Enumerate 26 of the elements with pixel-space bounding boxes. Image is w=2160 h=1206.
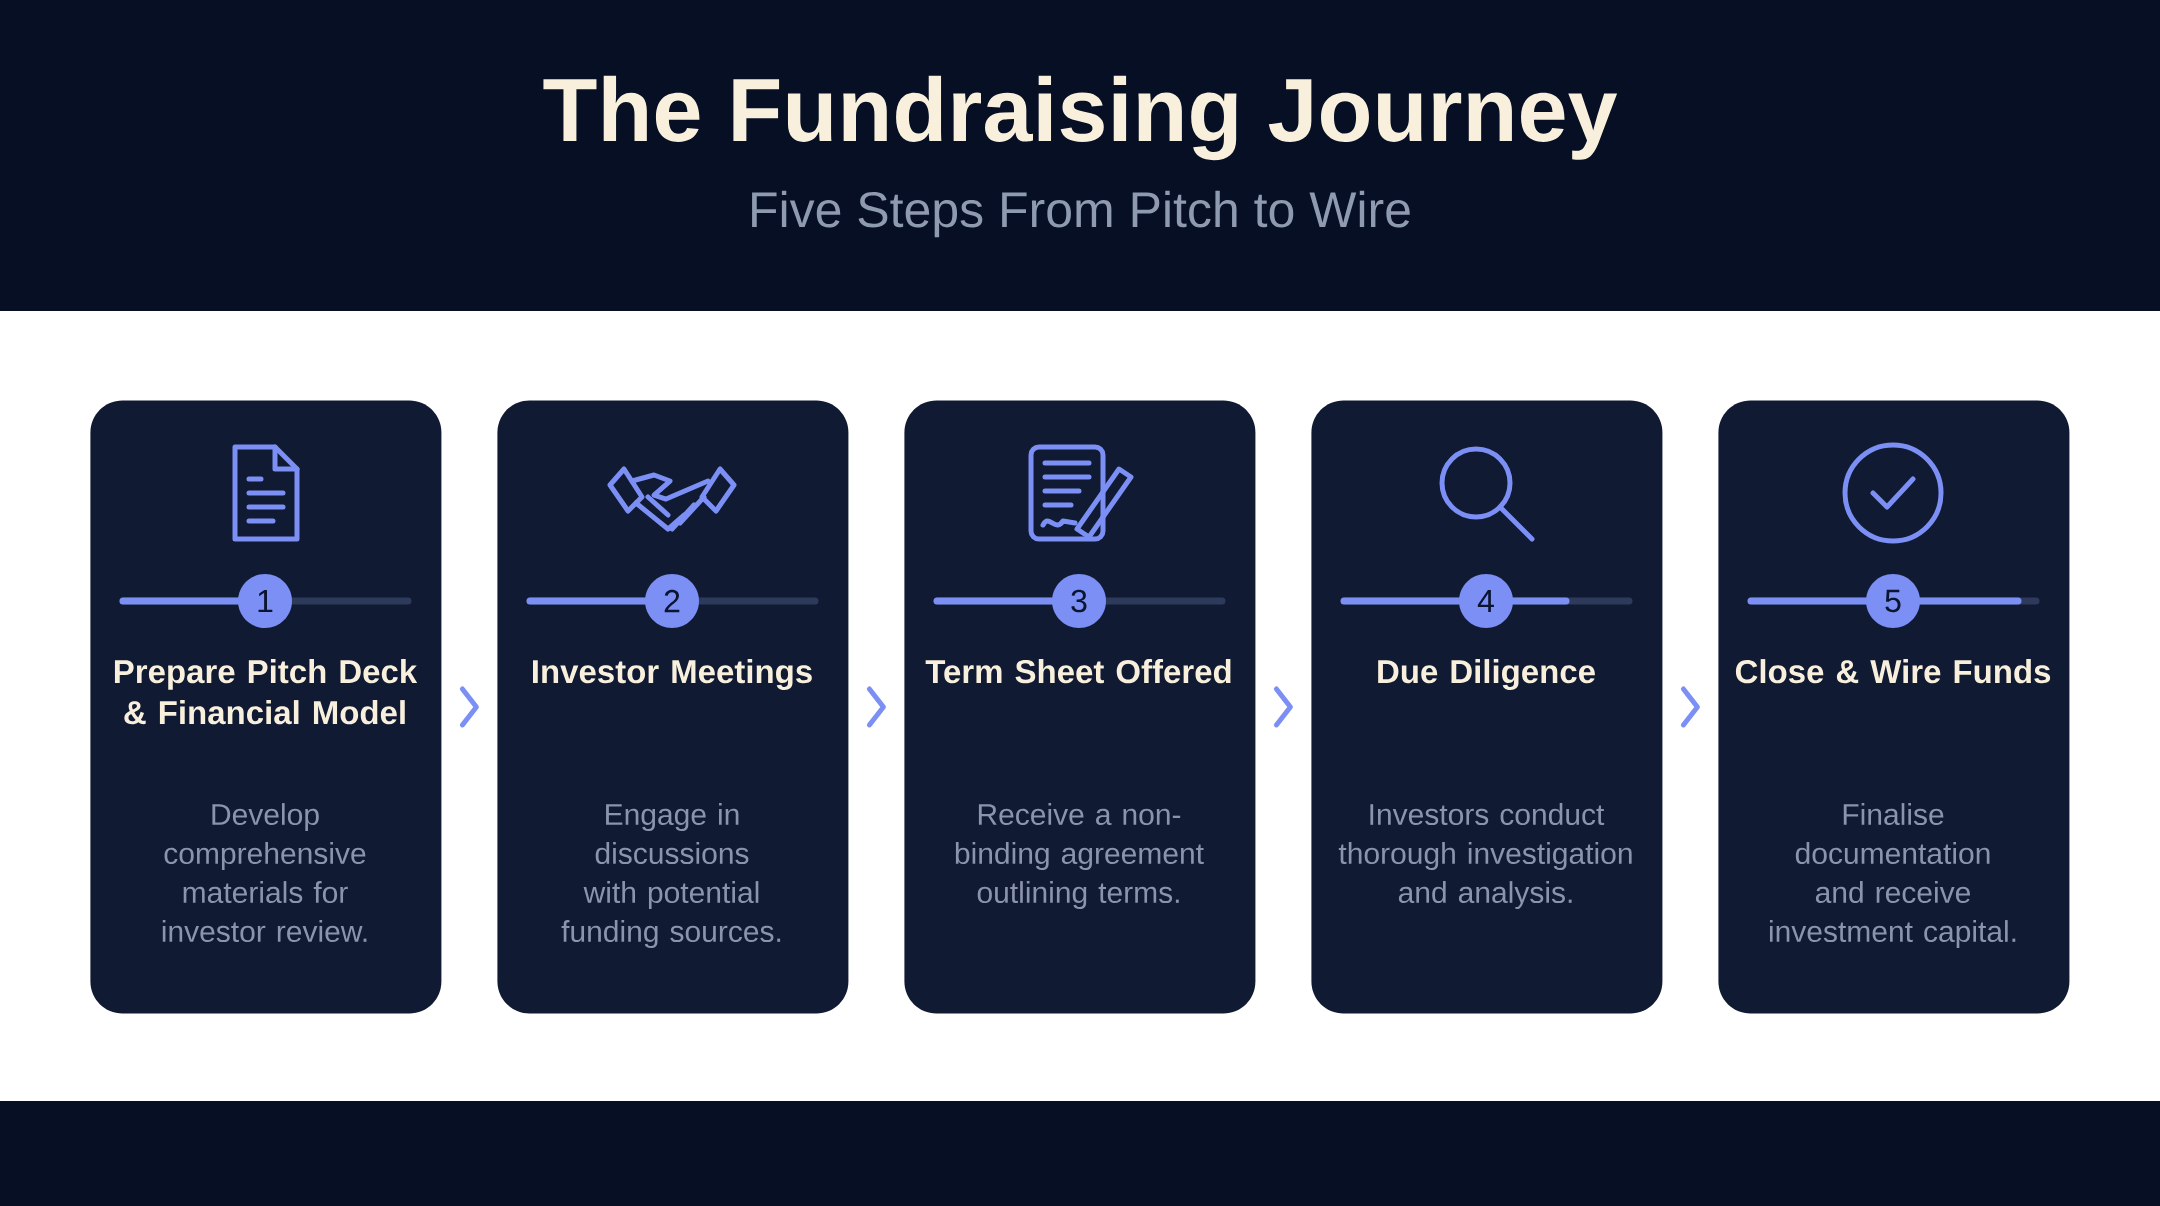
step-description: Develop comprehensive materials for investor review. [162, 803, 367, 943]
step-heading: Close & Wire Funds [1735, 659, 2051, 684]
step-card [497, 400, 849, 1014]
step-heading: Term Sheet Offered [925, 659, 1231, 684]
chevron-arrow [1273, 686, 1293, 728]
step-description: Engage in discussions with potential funding sources. [561, 803, 781, 949]
chevron-arrow [459, 686, 479, 728]
step-description: Investors conduct thorough investigation and analysis. [1338, 803, 1632, 910]
step-number: 3 [1052, 574, 1106, 628]
step-heading: Prepare Pitch Deck & Financial Model [114, 659, 418, 725]
step-description: Receive a non-binding agreement outlining terms. [955, 803, 1204, 910]
step-heading: Investor Meetings [533, 659, 812, 690]
step-number: 1 [238, 574, 292, 628]
chevron-arrow [1680, 686, 1700, 728]
step-card [904, 400, 1256, 1014]
step-heading: Due Diligence [1378, 659, 1595, 690]
chevron-arrow [866, 686, 886, 728]
step-card [1718, 400, 2070, 1014]
subtitle: Five Steps From Pitch to Wire [752, 190, 1410, 238]
step-number: 5 [1866, 574, 1920, 628]
step-card [1311, 400, 1663, 1014]
step-number: 2 [645, 574, 699, 628]
step-card [90, 400, 442, 1014]
title: The Fundraising Journey [543, 75, 1618, 161]
step-description: Finalise documentation and receive investment capital. [1769, 803, 2016, 949]
step-number: 4 [1459, 574, 1513, 628]
